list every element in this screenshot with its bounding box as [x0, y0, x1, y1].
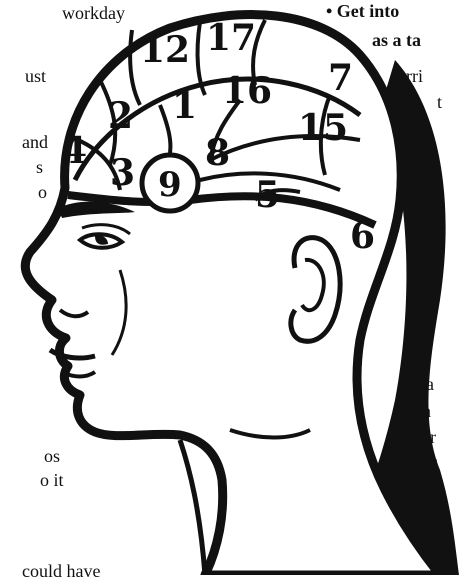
region-label-16: 16	[222, 70, 272, 112]
region-label-1: 1	[172, 85, 197, 127]
region-label-5: 5	[255, 174, 280, 216]
region-label-7: 7	[328, 57, 353, 99]
region-label-2: 2	[108, 95, 133, 137]
neck-front	[180, 440, 205, 575]
region-label-9: 9	[158, 165, 182, 205]
region-label-4: 4	[62, 130, 87, 172]
region-label-12: 12	[140, 29, 190, 71]
ear	[291, 238, 340, 342]
region-label-6: 6	[350, 215, 375, 257]
region-label-8: 8	[205, 132, 230, 174]
region-label-3: 3	[110, 152, 135, 194]
region-label-15: 15	[298, 107, 348, 149]
region-label-17: 17	[206, 17, 256, 59]
